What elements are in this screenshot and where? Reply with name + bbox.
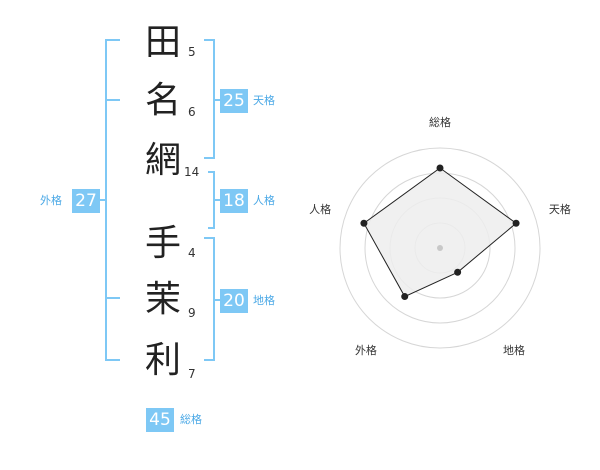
radar-axis-label-2: 天格 bbox=[549, 202, 571, 216]
kanji-1: 田 bbox=[144, 22, 181, 63]
kanji-2: 名 bbox=[144, 80, 181, 121]
tenkaku-label: 天格 bbox=[253, 94, 275, 107]
stroke-count-3: 14 bbox=[184, 165, 200, 179]
radar-axis-label-1: 総格 bbox=[429, 115, 451, 129]
radar-outline bbox=[363, 167, 517, 298]
radar-point-4 bbox=[401, 293, 409, 301]
radar-ring-4 bbox=[339, 147, 541, 349]
chikaku-badge: 20 bbox=[220, 289, 248, 313]
kanji-3: 網 bbox=[144, 140, 181, 181]
jinkaku-badge: 18 bbox=[220, 189, 248, 213]
radar-point-5 bbox=[360, 219, 368, 227]
radar-axis-label-4: 外格 bbox=[355, 343, 377, 357]
soukaku-badge: 45 bbox=[146, 408, 174, 432]
stroke-count-4: 4 bbox=[188, 246, 196, 260]
stroke-count-6: 7 bbox=[188, 367, 196, 381]
radar-area bbox=[363, 168, 517, 297]
stroke-count-5: 9 bbox=[188, 306, 196, 320]
kanji-5: 茉 bbox=[144, 279, 181, 320]
gaikaku-label: 外格 bbox=[40, 194, 62, 207]
tenkaku-badge: 25 bbox=[220, 89, 248, 113]
kanji-4: 手 bbox=[144, 223, 181, 264]
kanji-6: 利 bbox=[144, 340, 181, 381]
soukaku-label: 総格 bbox=[180, 413, 202, 426]
chikaku-label: 地格 bbox=[253, 294, 275, 307]
radar-point-1 bbox=[436, 164, 444, 172]
jinkaku-label: 人格 bbox=[253, 194, 275, 207]
radar-point-2 bbox=[512, 219, 520, 227]
radar-center bbox=[437, 245, 443, 251]
gaikaku-badge: 27 bbox=[72, 189, 100, 213]
radar-axis-label-3: 地格 bbox=[503, 343, 525, 357]
radar-point-3 bbox=[454, 268, 462, 276]
stroke-count-1: 5 bbox=[188, 45, 196, 59]
stroke-count-2: 6 bbox=[188, 105, 196, 119]
radar-axis-label-5: 人格 bbox=[309, 202, 331, 216]
